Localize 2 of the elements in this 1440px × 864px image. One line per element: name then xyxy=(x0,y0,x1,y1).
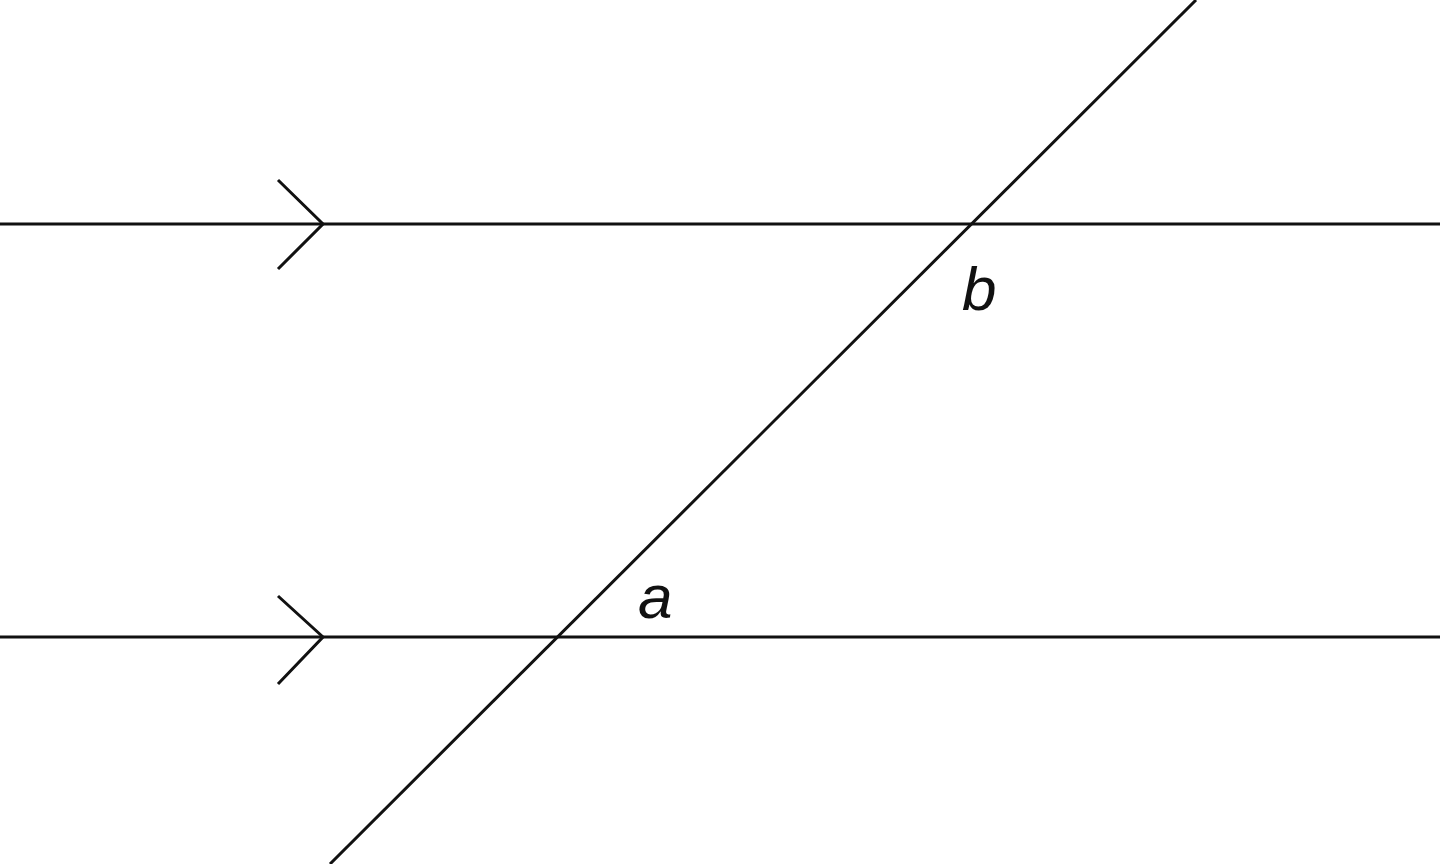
angle-label: b xyxy=(962,258,997,320)
angle-label: a xyxy=(638,566,673,628)
